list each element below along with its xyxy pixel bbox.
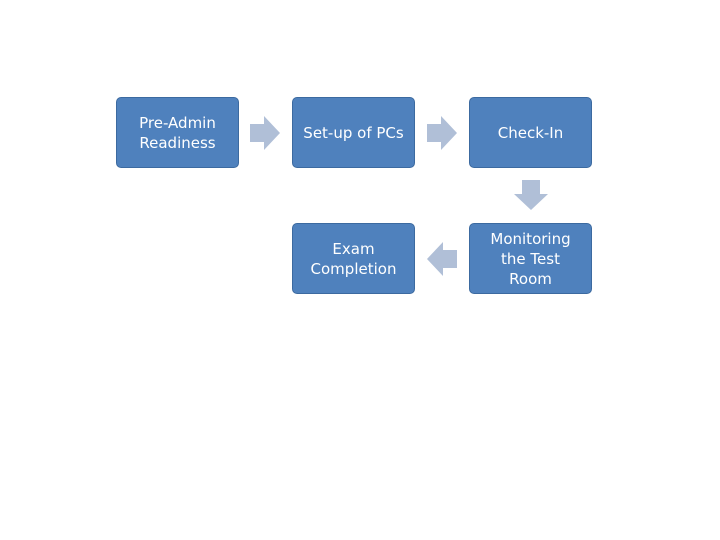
- step-check-in: Check-In: [469, 97, 592, 168]
- step-setup-of-pcs: Set-up of PCs: [292, 97, 415, 168]
- arrow-left-icon: [427, 242, 457, 276]
- step-pre-admin-readiness: Pre-Admin Readiness: [116, 97, 239, 168]
- arrow-down-icon: [514, 180, 548, 210]
- arrow-right-icon: [427, 116, 457, 150]
- arrow-right-icon: [250, 116, 280, 150]
- step-monitoring-the-test-room: Monitoring the Test Room: [469, 223, 592, 294]
- step-exam-completion: Exam Completion: [292, 223, 415, 294]
